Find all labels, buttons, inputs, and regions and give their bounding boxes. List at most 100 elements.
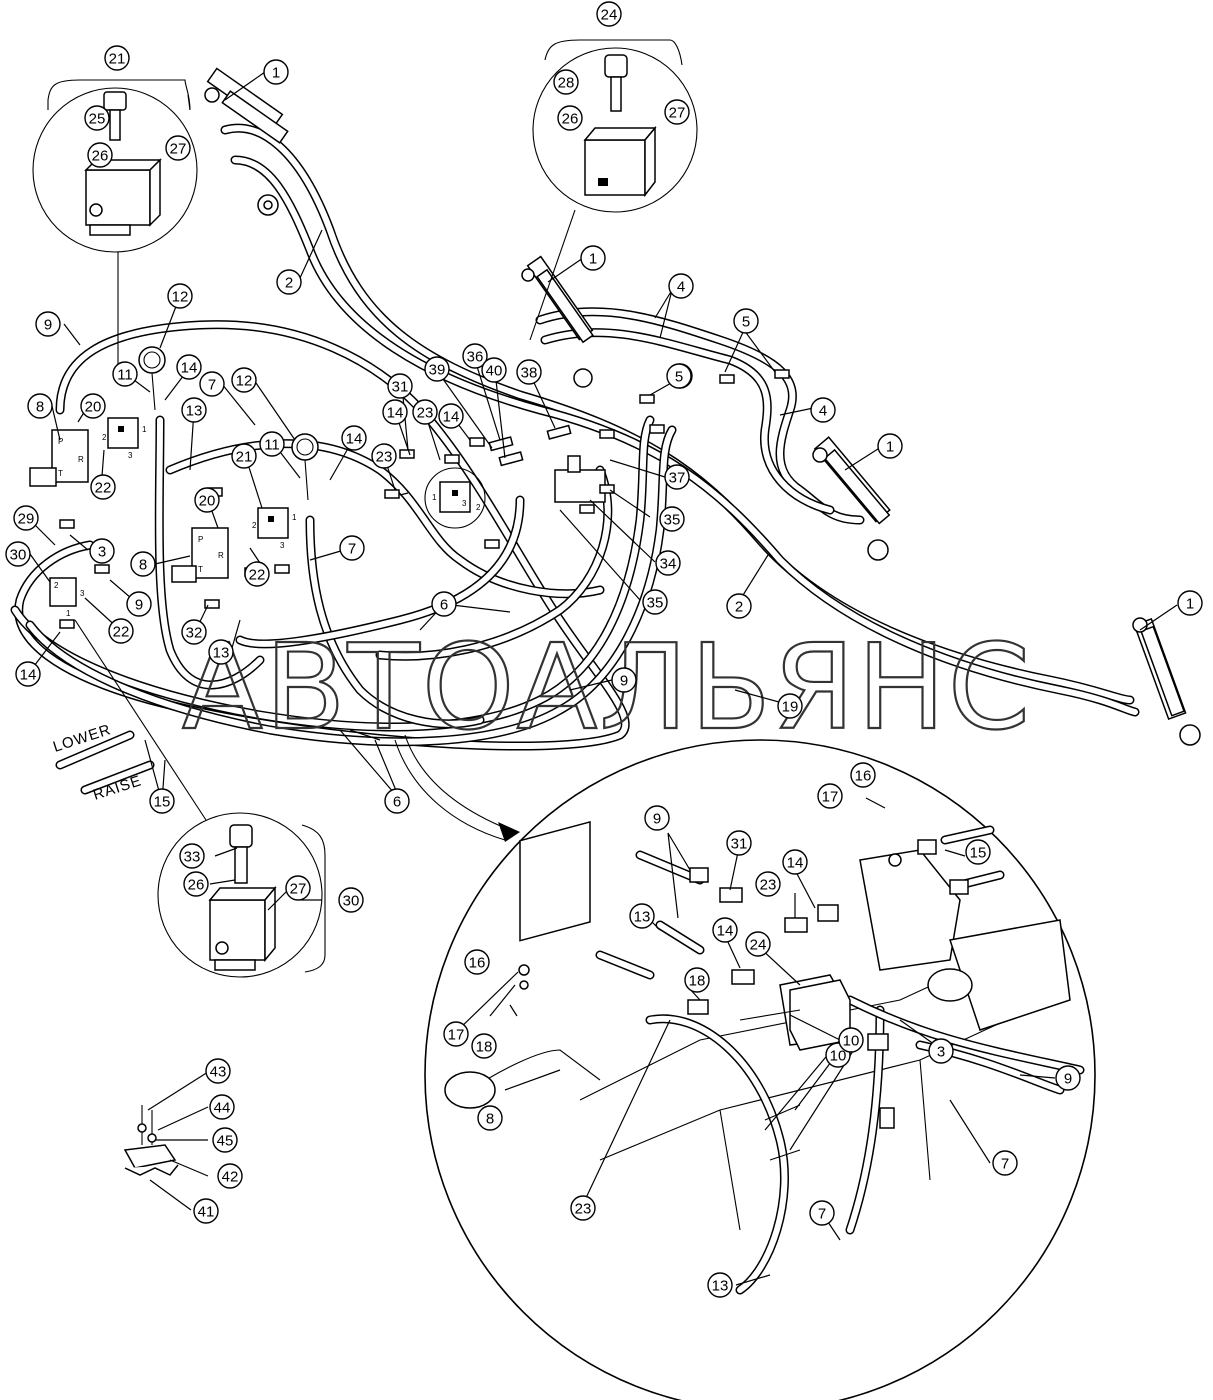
callout-number: 24 xyxy=(750,937,767,954)
callout-d9b: 9 xyxy=(1055,1065,1081,1091)
callout-circle xyxy=(668,273,694,299)
callout-number: 8 xyxy=(36,399,44,416)
callout-number: 18 xyxy=(476,1039,493,1056)
callout-circle xyxy=(580,245,606,271)
callout-d17a: 17 xyxy=(817,783,843,809)
callout-number: 10 xyxy=(830,1048,847,1065)
callout-circle xyxy=(193,1198,219,1224)
callout-circle xyxy=(464,949,490,975)
callout-number: 18 xyxy=(689,973,706,990)
callout-circle xyxy=(707,1272,733,1298)
callout-circle xyxy=(112,361,138,387)
callout-number: 10 xyxy=(843,1033,860,1050)
callout-number: 39 xyxy=(429,362,446,379)
callout-circle xyxy=(431,591,457,617)
callout-circle xyxy=(642,589,668,615)
callout-number: 8 xyxy=(486,1111,494,1128)
callout-c1a: 1 xyxy=(263,59,289,85)
callout-circle xyxy=(438,403,464,429)
callout-d13a: 13 xyxy=(629,903,655,929)
callout-c1c: 1 xyxy=(877,433,903,459)
callout-c34: 34 xyxy=(655,550,681,576)
svg-text:R: R xyxy=(78,455,84,464)
callout-c20a: 20 xyxy=(80,393,106,419)
svg-text:1: 1 xyxy=(432,493,437,502)
callout-number: 37 xyxy=(669,470,686,487)
callout-number: 6 xyxy=(440,597,448,614)
callout-number: 26 xyxy=(92,148,109,165)
callout-c26c: 26 xyxy=(183,871,209,897)
callout-circle xyxy=(809,1200,835,1226)
callout-d7b: 7 xyxy=(809,1200,835,1226)
watermark: АВТОАЛЬЯНС xyxy=(182,618,1032,756)
callout-c42: 42 xyxy=(217,1163,243,1189)
callout-circle xyxy=(179,843,205,869)
callout-number: 36 xyxy=(467,349,484,366)
callout-number: 4 xyxy=(677,279,685,296)
callout-number: 20 xyxy=(85,399,102,416)
callout-circle xyxy=(341,425,367,451)
callout-number: 27 xyxy=(290,881,307,898)
callout-circle xyxy=(259,431,285,457)
callout-c12b: 12 xyxy=(231,367,257,393)
callout-circle xyxy=(477,1105,503,1131)
callout-c22a: 22 xyxy=(90,474,116,500)
callout-d23b: 23 xyxy=(570,1195,596,1221)
svg-text:2: 2 xyxy=(476,503,481,512)
callout-number: 7 xyxy=(818,1206,826,1223)
callout-circle xyxy=(108,618,134,644)
detail-bubble-30 xyxy=(74,619,326,978)
callout-circle xyxy=(992,1150,1018,1176)
callout-number: 41 xyxy=(198,1204,215,1221)
callout-circle xyxy=(181,619,207,645)
callout-c41: 41 xyxy=(193,1198,219,1224)
callout-circle xyxy=(810,397,836,423)
cylinder-far-right xyxy=(1132,617,1201,746)
svg-text:T: T xyxy=(58,469,63,478)
callout-circle xyxy=(684,967,710,993)
callout-number: 31 xyxy=(731,836,748,853)
gauge-mid xyxy=(291,433,319,501)
callout-circle xyxy=(596,1,622,27)
callout-circle xyxy=(263,59,289,85)
callout-number: 30 xyxy=(10,547,27,564)
callout-number: 28 xyxy=(558,75,575,92)
callout-c29: 29 xyxy=(13,505,39,531)
svg-text:2: 2 xyxy=(102,433,107,442)
callout-c14b: 14 xyxy=(341,425,367,451)
callout-circle xyxy=(611,667,637,693)
callout-number: 7 xyxy=(208,377,216,394)
cylinder-right xyxy=(812,436,891,561)
callout-number: 45 xyxy=(217,1133,234,1150)
callout-circle xyxy=(244,561,270,587)
callout-d13b: 13 xyxy=(707,1272,733,1298)
callout-circle xyxy=(126,591,152,617)
callout-circle xyxy=(181,397,207,423)
callout-d31: 31 xyxy=(726,830,752,856)
callout-circle xyxy=(384,788,410,814)
callout-c27a: 27 xyxy=(165,135,191,161)
callout-d7a: 7 xyxy=(992,1150,1018,1176)
callout-c30a: 30 xyxy=(5,541,31,567)
callout-circle xyxy=(726,593,752,619)
callout-number: 22 xyxy=(113,624,130,641)
callout-number: 1 xyxy=(272,65,280,82)
callout-number: 25 xyxy=(89,111,106,128)
callout-number: 14 xyxy=(717,923,734,940)
callout-c14d: 14 xyxy=(382,399,408,425)
callout-c8a: 8 xyxy=(27,393,53,419)
callout-number: 11 xyxy=(264,437,280,454)
callout-number: 23 xyxy=(760,877,777,894)
callout-circle xyxy=(217,1163,243,1189)
callout-number: 11 xyxy=(117,367,133,384)
callout-c6a: 6 xyxy=(431,591,457,617)
callout-circle xyxy=(35,311,61,337)
callout-d16a: 16 xyxy=(850,762,876,788)
callout-circle xyxy=(194,487,220,513)
callout-number: 35 xyxy=(664,512,681,529)
block-upper: 2 1 3 xyxy=(102,417,147,460)
svg-text:P: P xyxy=(198,535,203,544)
callout-number: 43 xyxy=(210,1064,227,1081)
callout-circle xyxy=(276,269,302,295)
